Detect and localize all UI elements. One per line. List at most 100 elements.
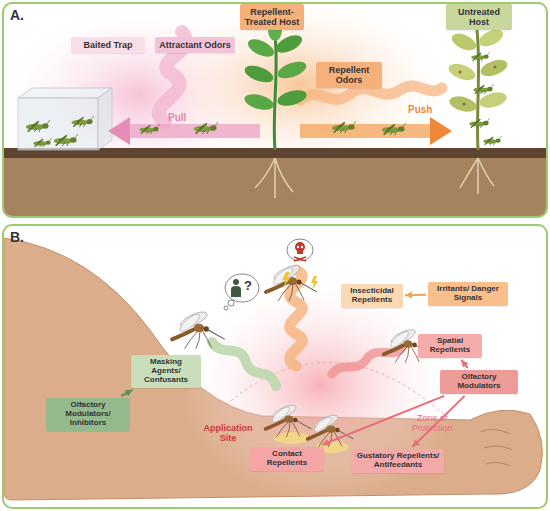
panel-b-background-part (3, 225, 547, 508)
danger-bubble-part (301, 246, 303, 248)
connector-arrow (322, 396, 444, 446)
danger-bubble (282, 239, 318, 290)
mechanism-box: Masking Agents/ Confusants (131, 355, 201, 388)
soil-part (460, 158, 494, 194)
connector-line (412, 396, 464, 447)
repellent-box: Contact Repellents (250, 447, 324, 471)
arrow-head (125, 390, 133, 396)
signal-box: Irritants/ Danger Signals (428, 282, 508, 306)
arrow-label: Pull (168, 112, 208, 123)
untreated-plant-part (494, 66, 497, 69)
odor-trails (212, 270, 402, 386)
mosquitoes-part (308, 412, 354, 447)
untreated-plant-part (449, 30, 478, 54)
panel-b-background-part (180, 270, 460, 500)
push-arrow (300, 86, 452, 145)
untreated-plant-part (471, 52, 490, 61)
danger-bubble-part (294, 257, 306, 261)
box-text: Masking Agents/ Confusants (135, 358, 197, 385)
host-box: Repellent-Treated Host (240, 4, 304, 30)
untreated-plant-part (448, 94, 479, 115)
panel-b-background (3, 225, 547, 508)
box-text: Gustatory Repellents/ Antifeedants (356, 452, 440, 470)
question-mark: ? (244, 279, 256, 293)
panel-letter: B. (10, 229, 540, 245)
untreated-plant-part (469, 118, 489, 128)
thought-bubble-part (233, 279, 239, 285)
box-text: Repellent-Treated Host (244, 7, 300, 27)
site-label: Application Site (198, 424, 258, 444)
soil-part (255, 158, 293, 198)
box-text: Baited Trap (83, 40, 132, 50)
thought-bubble-part (224, 306, 228, 310)
box-text: Insecticidal Repellents (345, 287, 399, 305)
repellent-box: Gustatory Repellents/ Antifeedants (352, 449, 444, 473)
repellent-box: Spatial Repellents (418, 334, 482, 358)
push-arrow-part (430, 117, 452, 145)
push-arrow-part (382, 123, 406, 135)
danger-bubble-part (287, 239, 313, 261)
odor-trails-part (212, 342, 276, 386)
connector-line (405, 294, 426, 296)
baited-trap-part (18, 98, 98, 150)
danger-bubble-part (297, 246, 299, 248)
baited-trap-part (26, 120, 50, 132)
trap-box: Baited Trap (71, 37, 145, 53)
panel-b: B. Masking Agents/ Confusants Olfactory Mo… (2, 224, 548, 509)
soil (4, 148, 546, 216)
untreated-plant-part (478, 57, 509, 80)
untreated-plant (446, 26, 509, 150)
zone-label: Zone of Protection (404, 414, 460, 434)
panel-a-background (0, 0, 547, 217)
pull-arrow-part (108, 117, 130, 145)
box-text: Untreated Host (450, 7, 508, 27)
danger-bubble-part (282, 272, 291, 288)
arrow-head (461, 360, 468, 368)
panel-a: A.Baited TrapAttractant OdorsRepellent-T… (2, 2, 548, 218)
untreated-plant-part (478, 90, 509, 111)
baited-trap-part (33, 138, 52, 147)
treated-plant-part (276, 87, 309, 108)
host-box: Untreated Host (446, 4, 512, 30)
pull-arrow-part (139, 124, 159, 134)
repellent-box: Insecticidal Repellents (341, 284, 403, 308)
thought-bubble-part (225, 274, 259, 302)
thought-bubble-part (228, 300, 234, 306)
pull-arrow-part (194, 122, 218, 134)
untreated-plant-part (463, 103, 466, 106)
modulator-box: Olfactory Modulators (440, 370, 518, 394)
danger-bubble-part (297, 250, 303, 254)
application-spots-part (274, 432, 310, 444)
baited-trap-part (54, 134, 78, 146)
mosquitoes-part (266, 402, 312, 437)
soil-part (4, 148, 546, 216)
untreated-plant-part (446, 61, 477, 84)
danger-bubble-part (311, 276, 318, 290)
connector-line (322, 396, 444, 445)
box-text: Irritants/ Danger Signals (432, 285, 504, 303)
untreated-plant-part (473, 84, 493, 94)
thought-bubble (224, 274, 259, 310)
pull-arrow-part (128, 124, 260, 138)
connector-arrow (412, 396, 464, 447)
baited-trap-part (18, 88, 112, 98)
untreated-plant-part (459, 71, 462, 74)
baited-trap (18, 88, 112, 150)
arrow-head (322, 439, 330, 445)
treated-plant-part (274, 36, 276, 150)
push-arrow-part (300, 86, 442, 100)
baited-trap-part (98, 88, 112, 150)
push-arrow-part (300, 124, 430, 138)
treated-plant-part (276, 58, 309, 81)
panel-b-background-part (4, 238, 542, 500)
treated-plant (243, 19, 309, 150)
mosquitoes-part (172, 309, 225, 349)
box-text: Spatial Repellents (422, 337, 478, 355)
arrow-head (412, 440, 419, 447)
treated-plant-part (243, 62, 276, 85)
baited-trap-part (72, 116, 94, 127)
